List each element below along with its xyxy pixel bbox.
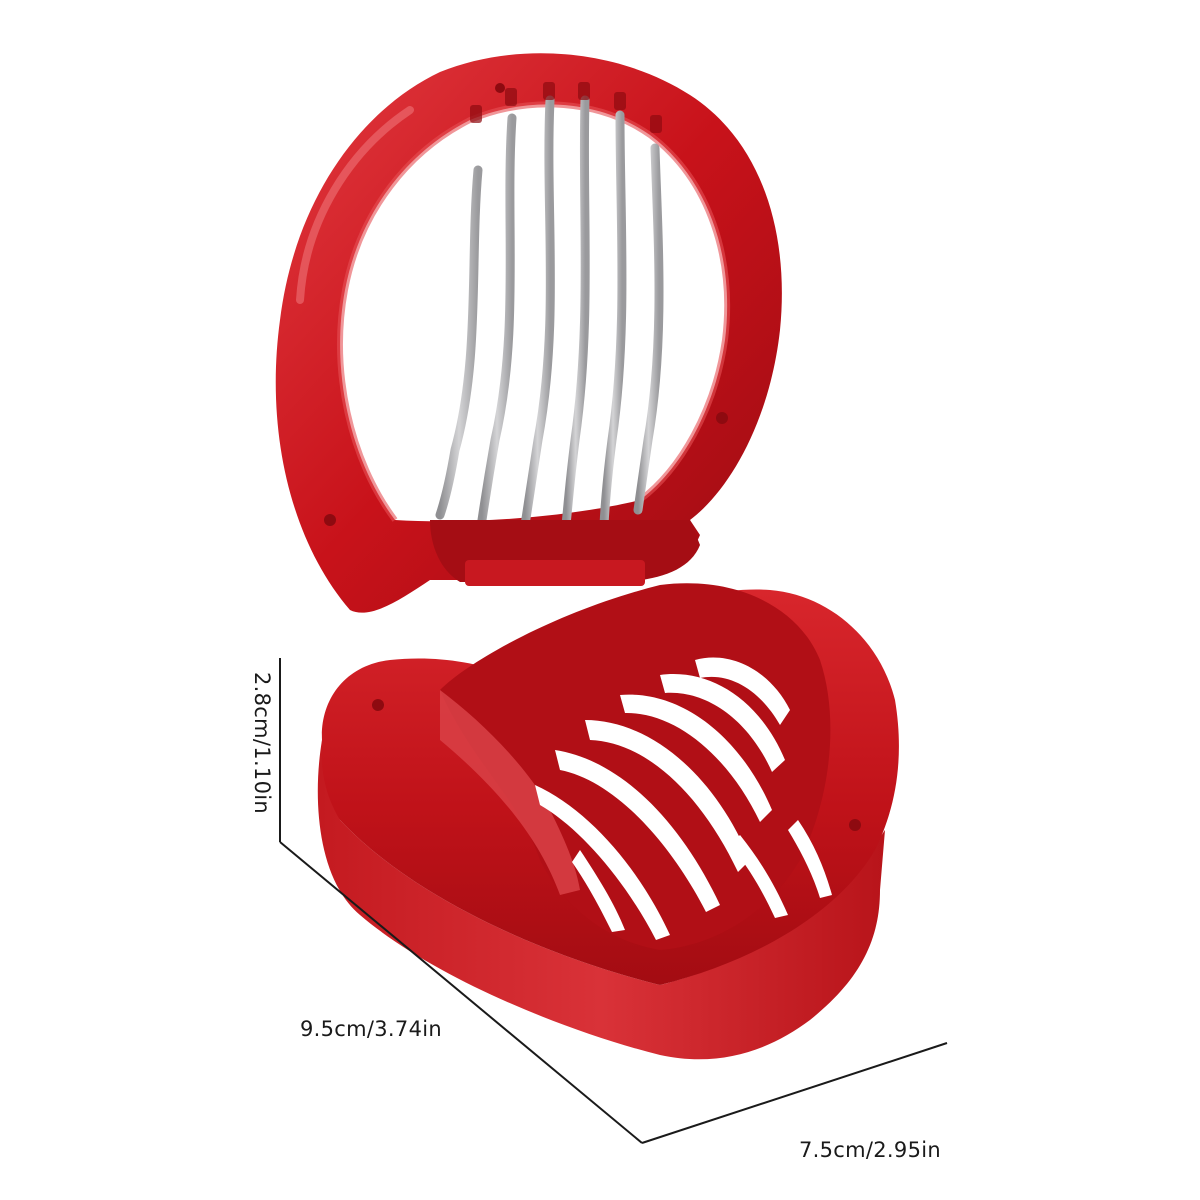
height-dimension-label: 2.8cm/1.10in <box>250 672 274 814</box>
base-slots <box>535 657 832 940</box>
length-dimension-label: 9.5cm/3.74in <box>300 1017 442 1041</box>
slicer-base <box>317 583 899 1060</box>
width-dimension-label: 7.5cm/2.95in <box>799 1138 941 1162</box>
width-dimension-line <box>641 1042 948 1144</box>
length-dimension-line <box>279 841 643 1144</box>
slicer-blades <box>435 95 664 530</box>
dimension-lines <box>279 658 948 1144</box>
slicer-lid <box>275 53 782 613</box>
